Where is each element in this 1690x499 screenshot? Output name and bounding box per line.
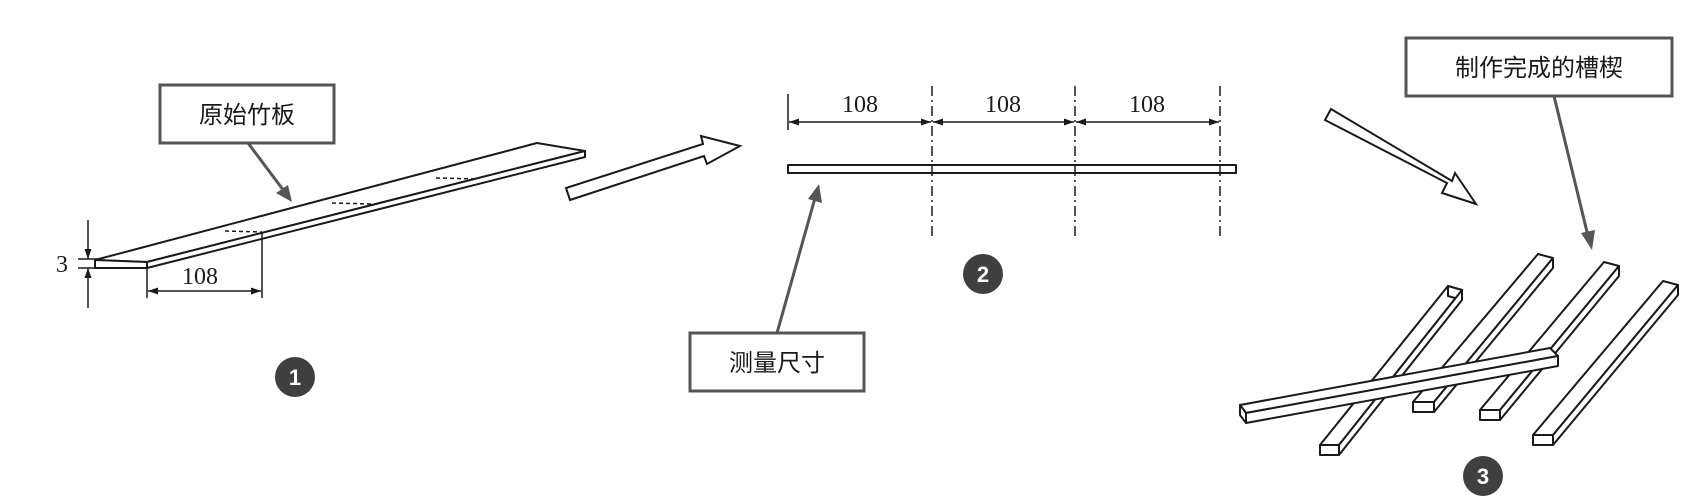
raw-strip-front-face [94, 259, 148, 269]
step-2-number: 2 [977, 262, 989, 287]
stage2-measure: 108 108 108 [787, 86, 1237, 238]
process-arrow-2-to-3 [1323, 107, 1479, 206]
raw-bamboo-label-box [158, 83, 336, 145]
raw-bamboo-callout: 原始竹板 [158, 83, 336, 202]
finished-leader-head [1581, 230, 1595, 250]
raw-bamboo-leader [246, 142, 286, 192]
finished-label-box [1404, 36, 1674, 98]
step-1-badge: 1 [275, 357, 315, 397]
thickness-value: 3 [56, 252, 68, 278]
step-1-number: 1 [289, 365, 301, 390]
process-arrow-1-to-2 [564, 134, 743, 202]
raw-bamboo-label: 原始竹板 [199, 101, 295, 129]
segment2a-dim-value: 108 [842, 92, 878, 118]
wedge-1-front [1319, 444, 1340, 456]
finished-label: 制作完成的槽楔 [1455, 54, 1623, 82]
wedge-2-front [1412, 401, 1435, 413]
raw-strip-cut-mark-3 [435, 177, 479, 180]
wedge-4-front [1532, 434, 1554, 446]
raw-bamboo-leader-head [276, 185, 292, 202]
wedge-3-front [1479, 409, 1501, 421]
segment2c-dim-value: 108 [1129, 92, 1165, 118]
measure-leader-head [808, 184, 822, 203]
stage1-raw-strip: 3 108 [56, 142, 586, 308]
measure-leader [775, 197, 817, 334]
measured-strip [787, 164, 1237, 174]
step-2-badge: 2 [963, 254, 1003, 294]
segment2b-dim-value: 108 [985, 92, 1021, 118]
step-3-badge: 3 [1463, 456, 1503, 496]
step-1-circle [275, 357, 315, 397]
step-3-number: 3 [1477, 464, 1489, 489]
raw-strip-cut-mark-1 [224, 230, 263, 233]
measure-label-box [688, 331, 866, 393]
step-2-circle [963, 254, 1003, 294]
segment1-dim-value: 108 [182, 264, 218, 290]
wedge-1-right [1338, 289, 1463, 456]
measure-callout: 测量尺寸 [688, 184, 866, 393]
step-3-circle [1463, 456, 1503, 496]
wedge-1-top [1319, 285, 1463, 446]
finished-callout: 制作完成的槽楔 [1404, 36, 1674, 250]
stage3-finished-wedges [1239, 253, 1679, 456]
measure-label: 测量尺寸 [729, 349, 825, 377]
finished-leader [1552, 95, 1590, 237]
cross-strip-side [1245, 355, 1559, 424]
raw-strip-side-face [146, 150, 586, 269]
wedge-2-right [1433, 257, 1554, 413]
